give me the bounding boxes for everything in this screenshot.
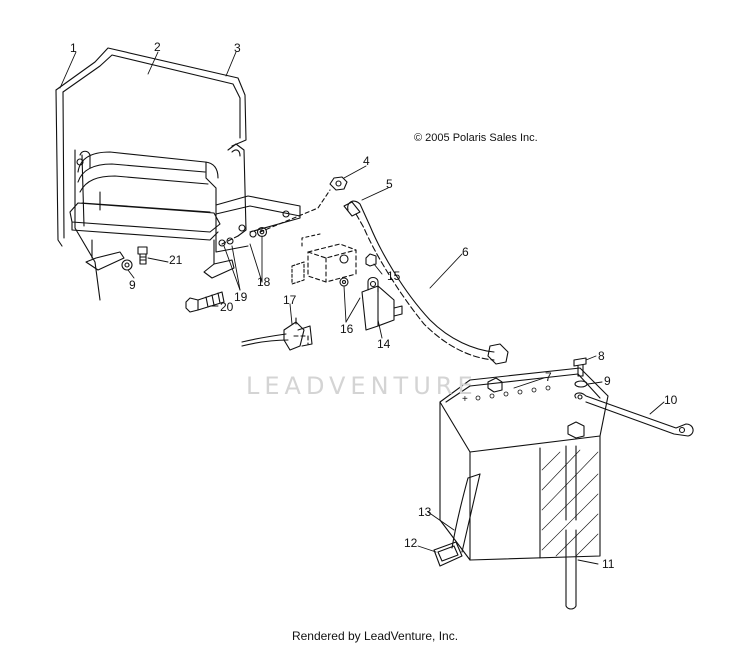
callout-4: 4 — [363, 154, 370, 168]
copyright-text: © 2005 Polaris Sales Inc. — [414, 132, 538, 144]
strap-buckle-part-12 — [433, 541, 463, 567]
ground-cable-part-10 — [574, 392, 694, 437]
callout-16: 16 — [340, 322, 354, 336]
battery-box-assembly — [55, 47, 301, 301]
callout-9-left: 9 — [129, 278, 136, 292]
relay-block-part-16 — [291, 233, 357, 287]
assembly-guide-lines — [221, 189, 331, 345]
callout-13: 13 — [418, 505, 432, 519]
svg-text:+: + — [462, 394, 468, 405]
callout-7: 7 — [545, 370, 552, 384]
battery-cable-part-5-6 — [343, 200, 509, 365]
solenoid-part-14 — [361, 276, 403, 331]
callout-10: 10 — [664, 393, 678, 407]
callout-labels: 1 2 3 4 5 6 7 8 9 9 10 11 12 13 14 15 16… — [70, 40, 678, 571]
nut-part-15 — [365, 253, 377, 267]
callout-20: 20 — [220, 300, 234, 314]
callout-1: 1 — [70, 41, 77, 55]
callout-12: 12 — [404, 536, 418, 550]
callout-21: 21 — [169, 253, 183, 267]
callout-9-right: 9 — [604, 374, 611, 388]
callout-leader-lines — [59, 51, 665, 565]
washers-part-18-19 — [218, 226, 268, 247]
wire-lead-part-17 — [241, 317, 313, 351]
washer-part-9-left — [121, 259, 133, 271]
footer-credit: Rendered by LeadVenture, Inc. — [291, 629, 459, 643]
callout-17: 17 — [283, 293, 297, 307]
bolt-part-20 — [185, 291, 225, 313]
callout-5: 5 — [386, 177, 393, 191]
callout-14: 14 — [377, 337, 391, 351]
terminal-screw-part-8 — [573, 357, 587, 377]
callout-8: 8 — [598, 349, 605, 363]
callout-19: 19 — [234, 290, 248, 304]
callout-3: 3 — [234, 41, 241, 55]
nut-part-4 — [329, 176, 348, 191]
terminal-washer-part-9-right — [574, 380, 588, 388]
bolt-part-21 — [137, 246, 148, 265]
callout-2: 2 — [154, 40, 161, 54]
watermark-text: LEADVENTURE — [246, 372, 478, 400]
callout-11: 11 — [602, 557, 615, 571]
hold-down-strap-part-13 — [451, 473, 481, 553]
callout-18: 18 — [257, 275, 271, 289]
battery-part-7: + — [439, 367, 609, 610]
callout-6: 6 — [462, 245, 469, 259]
callout-15: 15 — [387, 269, 401, 283]
